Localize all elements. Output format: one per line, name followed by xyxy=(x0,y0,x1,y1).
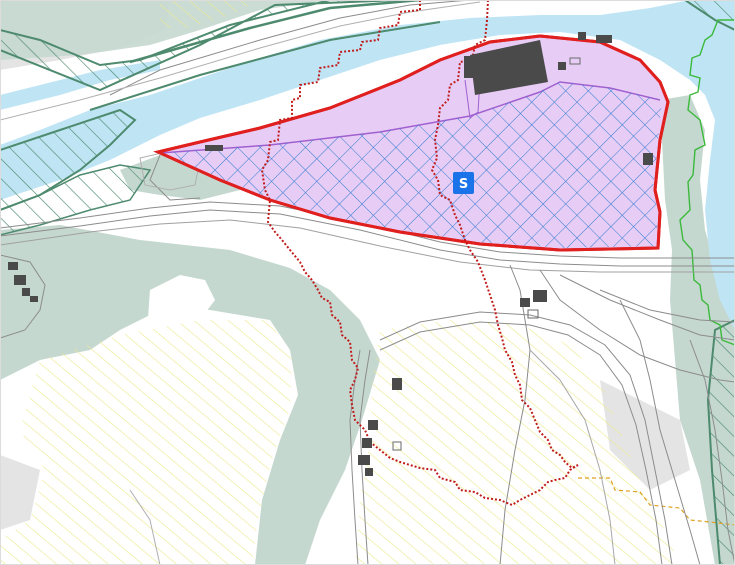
building xyxy=(578,32,586,40)
building xyxy=(392,378,402,390)
road-local-north xyxy=(149,154,201,201)
road-main-west-parallel xyxy=(0,209,735,267)
municipal-border-east xyxy=(430,0,579,470)
forest-clearing xyxy=(148,275,215,330)
road-interchange-c xyxy=(559,274,735,341)
building xyxy=(205,145,223,151)
road-local-west xyxy=(0,254,46,339)
building xyxy=(8,262,18,270)
agricultural-fields-layer xyxy=(0,0,680,565)
building xyxy=(368,420,378,430)
field-hatch-north xyxy=(160,0,260,30)
building-outline xyxy=(569,57,581,65)
road-junction-loop-inner xyxy=(379,321,663,565)
building xyxy=(362,438,372,448)
protected-area-north-strip xyxy=(129,0,421,64)
building xyxy=(14,275,26,285)
forest-area-west xyxy=(0,225,380,565)
road-interchange-f xyxy=(529,349,616,565)
road-south-branch-inner xyxy=(359,349,371,565)
building xyxy=(464,56,476,78)
building xyxy=(358,455,370,465)
zone-marker[interactable]: S xyxy=(453,172,474,194)
road-junction-loop xyxy=(379,311,673,565)
crosshatch-zone-s xyxy=(160,82,662,248)
protected-area-river-line xyxy=(89,21,441,111)
road-interchange-a xyxy=(499,264,531,565)
building xyxy=(365,468,373,476)
road-interchange-e xyxy=(619,299,701,565)
zone-marker-badge[interactable] xyxy=(453,172,474,194)
buildings-layer xyxy=(8,32,653,476)
protected-area-northeast xyxy=(683,0,735,32)
zone-marker-label: S xyxy=(459,177,468,192)
municipal-borders-layer xyxy=(260,0,579,507)
zoning-plan-layer xyxy=(153,34,670,252)
municipal-border-west xyxy=(260,0,579,507)
field-hatch-southwest xyxy=(0,320,292,565)
building xyxy=(643,153,653,165)
river xyxy=(0,0,735,330)
protected-area-riverbank-west xyxy=(0,164,152,236)
field-hatch-south xyxy=(355,320,680,565)
green-boundary-line xyxy=(679,19,735,346)
building xyxy=(520,298,530,307)
orange-dashed-boundary xyxy=(578,477,735,526)
building xyxy=(558,62,566,70)
building xyxy=(22,288,30,296)
track-southwest xyxy=(129,489,161,565)
railway-line xyxy=(0,219,735,273)
road-interchange-g xyxy=(689,339,735,565)
building-outlines xyxy=(392,57,581,451)
building xyxy=(30,296,38,302)
building-outline xyxy=(392,441,402,451)
road-interchange-d xyxy=(599,289,735,323)
road-south-branch xyxy=(349,349,361,565)
building xyxy=(596,35,612,43)
protected-area-west xyxy=(0,0,401,92)
building-outline xyxy=(527,309,539,319)
road-interchange-b xyxy=(539,269,735,383)
facility-fence-line xyxy=(464,79,481,119)
building-factory xyxy=(470,40,548,95)
forest-area-riverbank xyxy=(0,0,330,60)
building xyxy=(533,290,547,302)
plan-boundary-outline xyxy=(153,34,670,252)
